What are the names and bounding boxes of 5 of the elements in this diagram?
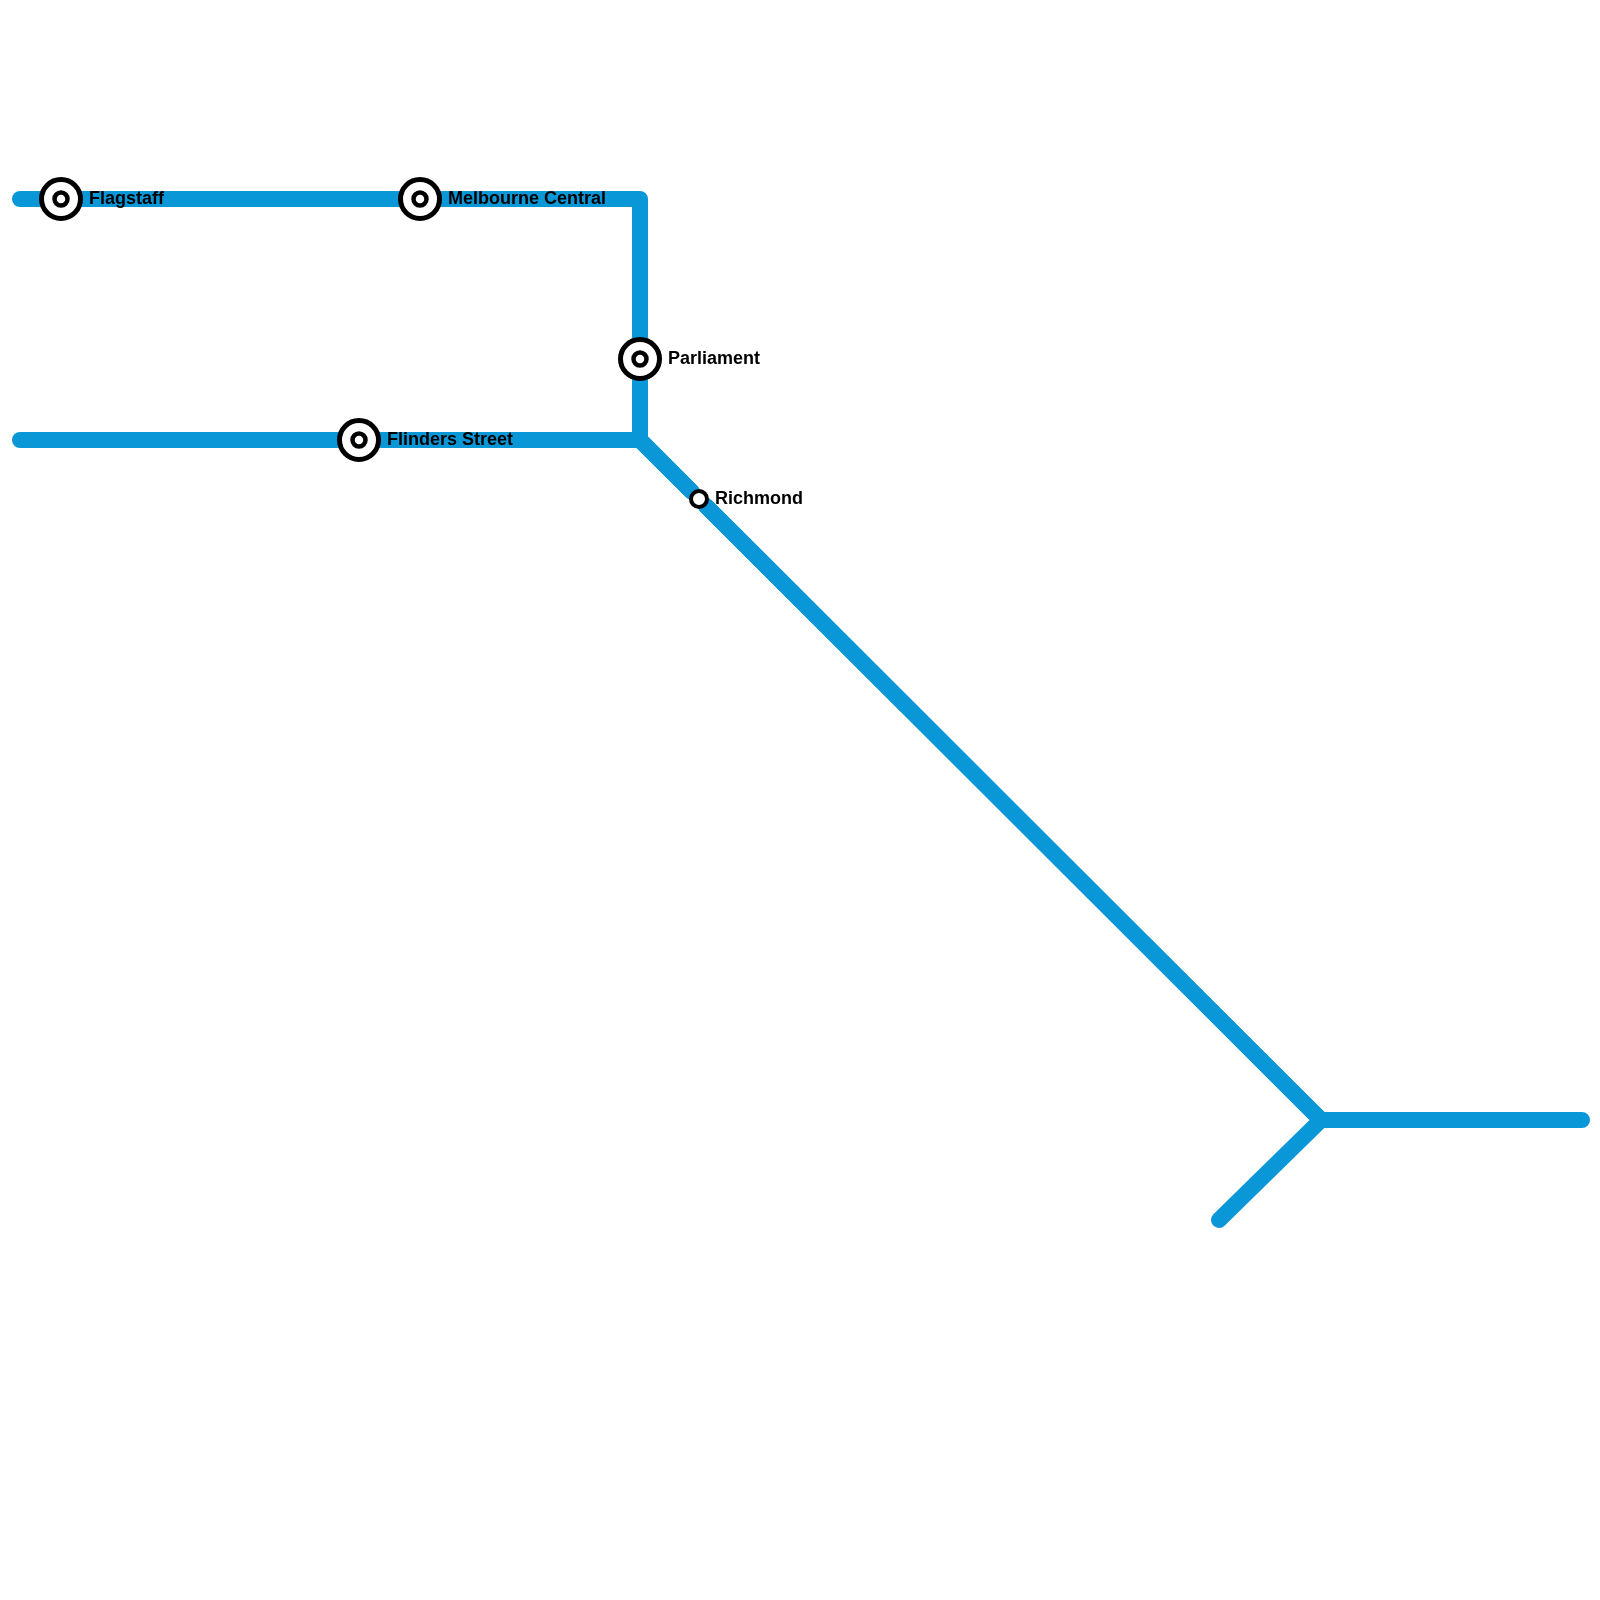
station-name: Parliament bbox=[668, 348, 761, 370]
station-name: Flagstaff bbox=[89, 188, 164, 210]
station-name: Richmond bbox=[715, 488, 803, 510]
station-name: Flinders Street bbox=[387, 429, 514, 451]
station-name: Melbourne Central bbox=[448, 188, 607, 210]
